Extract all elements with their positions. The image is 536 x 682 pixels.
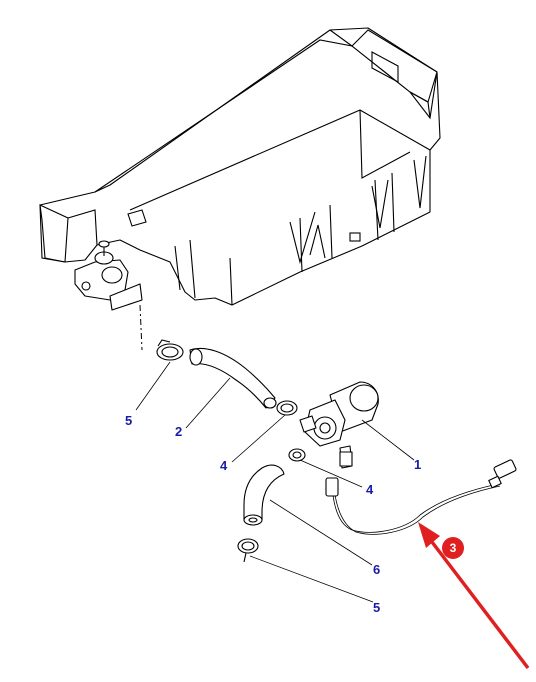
hose-clamp-5-lower: [237, 538, 259, 563]
housing-assembly: [39, 27, 441, 311]
part-label-5-lower: 5: [373, 600, 380, 615]
part-label-6: 6: [373, 562, 380, 577]
part-label-2: 2: [175, 424, 182, 439]
hose-clamp-5-upper: [156, 339, 184, 361]
wiring-harness: [325, 459, 517, 535]
part-label-5-upper: 5: [125, 413, 132, 428]
part-label-1: 1: [414, 457, 421, 472]
callout-arrow: [418, 522, 530, 670]
hose-clamp-4-upper: [276, 400, 298, 416]
hose-lower: [243, 464, 285, 526]
hose-upper: [189, 347, 277, 409]
leader-lines: [135, 361, 415, 603]
valve-fitting: [74, 240, 143, 311]
hose-clamp-4-lower: [288, 448, 306, 462]
part-label-4-lower: 4: [366, 482, 374, 497]
part-label-4-upper: 4: [220, 458, 228, 473]
water-pump: [299, 381, 379, 469]
callout-badge: 3: [442, 537, 464, 559]
callout-badge-number: 3: [450, 541, 457, 555]
assembly-line: [139, 304, 143, 351]
